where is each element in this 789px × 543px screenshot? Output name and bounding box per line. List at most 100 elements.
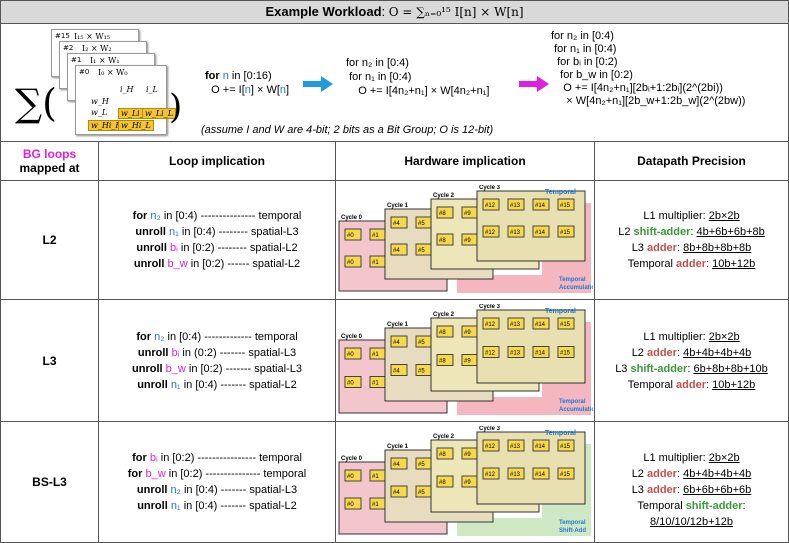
loop-keyword: for bbox=[127, 468, 146, 480]
pe-label: #15 bbox=[560, 444, 571, 450]
pe-label: #13 bbox=[510, 203, 521, 209]
pe-label: #9 bbox=[464, 238, 471, 244]
precision-colon: : bbox=[676, 468, 684, 480]
precision-operator: adder bbox=[676, 258, 706, 270]
precision-operator: shift-adder bbox=[630, 362, 688, 375]
temporal-tag: Temporal bbox=[545, 308, 576, 315]
cycle-label: Cycle 1 bbox=[387, 444, 409, 450]
pe-label: #4 bbox=[393, 369, 400, 375]
loop-variable: b_w bbox=[145, 468, 166, 480]
accumulation-label: Temporal bbox=[559, 520, 586, 526]
pe-cell bbox=[344, 347, 362, 360]
loop-range: in (0:2) ------- spatial-L3 bbox=[179, 346, 297, 359]
pe-label: #12 bbox=[485, 351, 496, 357]
pe-cell bbox=[436, 206, 454, 219]
pe-label: #9 bbox=[464, 211, 471, 217]
arrow-blue-icon bbox=[303, 76, 333, 92]
precision-level: L3 bbox=[631, 484, 647, 496]
loop-line: for n₂ in [0:4) --------------- temporal bbox=[99, 208, 335, 224]
hardware-diagram: Cycle 0#0#1#2#3#0#1#2#3Cycle 1#4#5#6#7#4… bbox=[338, 426, 591, 536]
loop-range: in [0:2) ------- spatial-L3 bbox=[185, 362, 302, 375]
precision-value: 6b+8b+8b+10b bbox=[693, 362, 768, 375]
precision-line: L1 multiplier: 2b×2b bbox=[596, 208, 787, 224]
loop-line: for n₂ in [0:4) ------------- temporal bbox=[99, 329, 335, 345]
precision-value: 10b+12b bbox=[712, 258, 756, 270]
loop-range: in [0:2) ---------------- temporal bbox=[157, 452, 302, 464]
cycle-label: Cycle 1 bbox=[387, 322, 409, 328]
pe-label: #4 bbox=[393, 221, 400, 227]
pe-label: #13 bbox=[510, 230, 521, 236]
pe-label: #8 bbox=[439, 211, 446, 217]
precision-line: L1 multiplier: 2b×2b bbox=[596, 450, 787, 466]
loop-list: for n₂ in [0:4) --------------- temporal… bbox=[99, 208, 335, 272]
precision-operator: shift-adder bbox=[633, 226, 691, 238]
pe-cell bbox=[482, 317, 500, 330]
row-label: L3 bbox=[42, 353, 57, 368]
precision-level: L1 multiplier: bbox=[643, 330, 709, 343]
cycle-label: Cycle 0 bbox=[341, 334, 363, 340]
pe-label: #12 bbox=[485, 472, 496, 478]
loop-keyword: unroll bbox=[133, 258, 168, 270]
pe-label: #12 bbox=[485, 444, 496, 450]
header-loop-implication: Loop implication bbox=[99, 142, 335, 181]
precision-colon: : bbox=[742, 500, 746, 512]
pe-label: #8 bbox=[439, 452, 446, 458]
precision-line: L3 shift-adder: 6b+8b+8b+10b bbox=[596, 361, 787, 377]
loop-line: unroll b_w in [0:2) ------- spatial-L3 bbox=[99, 361, 335, 377]
loop-variable: b_w bbox=[165, 362, 186, 375]
pe-cell bbox=[344, 228, 362, 241]
pe-label: #8 bbox=[439, 330, 446, 336]
loop-line: for bᵢ in [0:2) ---------------- tempora… bbox=[99, 450, 335, 466]
pe-label: #9 bbox=[464, 452, 471, 458]
precision-line: L2 adder: 4b+4b+4b+4b bbox=[596, 466, 787, 482]
pe-cell bbox=[436, 354, 454, 366]
pe-cell bbox=[532, 439, 550, 452]
pe-label: #15 bbox=[560, 230, 571, 236]
loop-variable: n₁ bbox=[170, 378, 181, 391]
pe-label: #5 bbox=[418, 248, 425, 254]
pe-cell bbox=[557, 439, 575, 452]
loop-keyword: unroll bbox=[135, 226, 169, 238]
loop-keyword: unroll bbox=[137, 346, 172, 359]
pe-label: #14 bbox=[535, 230, 546, 236]
pe-label: #5 bbox=[418, 221, 425, 227]
pe-label: #8 bbox=[439, 359, 446, 365]
cycle-label: Cycle 3 bbox=[479, 426, 501, 432]
pe-label: #13 bbox=[510, 322, 521, 328]
loop-variable: n₂ bbox=[170, 484, 181, 496]
pe-cell bbox=[507, 439, 525, 452]
loop-line: unroll n₂ in [0:4) ------- spatial-L3 bbox=[99, 482, 335, 498]
pe-label: #1 bbox=[372, 381, 379, 387]
loop-variable: bᵢ bbox=[171, 346, 180, 359]
precision-value: 8b+8b+8b+8b bbox=[683, 242, 752, 254]
pe-label: #5 bbox=[418, 340, 425, 346]
pe-cell bbox=[482, 198, 500, 211]
pe-cell bbox=[436, 447, 454, 460]
cycle-label: Cycle 2 bbox=[433, 312, 455, 318]
precision-line: L1 multiplier: 2b×2b bbox=[596, 329, 787, 345]
precision-value: 2b×2b bbox=[708, 452, 740, 464]
pe-cell bbox=[390, 457, 408, 470]
accumulation-label: Shift-Add bbox=[559, 528, 586, 534]
pe-cell bbox=[532, 225, 550, 238]
header-hardware-implication: Hardware implication bbox=[336, 142, 594, 181]
loop-line: for b_w in [0:2) --------------- tempora… bbox=[99, 466, 335, 482]
loop-range: in [0:2) --------------- temporal bbox=[165, 468, 307, 480]
cycle-label: Cycle 1 bbox=[387, 203, 409, 209]
loop-line: unroll n₁ in [0:4) ------- spatial-L2 bbox=[99, 498, 335, 514]
pe-cell bbox=[532, 346, 550, 358]
precision-level: L3 bbox=[615, 362, 631, 375]
pe-cell bbox=[436, 233, 454, 246]
pe-label: #9 bbox=[464, 330, 471, 336]
pe-label: #12 bbox=[485, 230, 496, 236]
loop-keyword: for bbox=[132, 452, 150, 464]
loop-range: in [0:2) ------ spatial-L2 bbox=[187, 258, 301, 270]
pe-cell bbox=[557, 198, 575, 211]
cycle-label: Cycle 2 bbox=[433, 193, 455, 199]
hardware-diagram: Cycle 0#0#1#2#3#0#1#2#3Cycle 1#4#5#6#7#4… bbox=[338, 304, 593, 415]
precision-level: L1 multiplier: bbox=[643, 210, 709, 222]
precision-line: Temporal adder: 10b+12b bbox=[596, 256, 787, 272]
